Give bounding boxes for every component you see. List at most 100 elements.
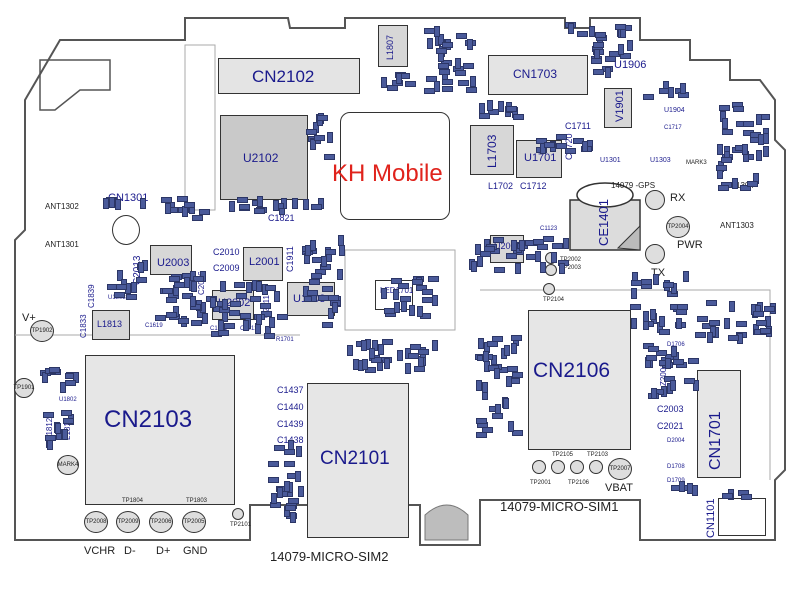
smd-part xyxy=(486,341,498,348)
l1703-body xyxy=(470,125,514,175)
smd-part xyxy=(347,345,354,356)
smd-part xyxy=(504,345,511,357)
smd-part xyxy=(268,316,275,328)
rx-label: RX xyxy=(670,192,686,204)
cn2101-label: CN2101 xyxy=(320,448,390,469)
smd-part xyxy=(140,198,147,210)
tp2101-circle xyxy=(232,508,244,520)
smd-part xyxy=(256,195,263,207)
c1440-label: C1440 xyxy=(277,402,304,412)
smd-part xyxy=(416,306,423,318)
smd-part xyxy=(297,485,304,497)
smd-part xyxy=(432,340,439,352)
smd-part xyxy=(273,445,285,452)
vchr-label: VCHR xyxy=(84,545,116,557)
smd-part xyxy=(378,343,384,355)
u1301-label: U1301 xyxy=(600,157,621,164)
smd-part xyxy=(310,203,322,210)
smd-part xyxy=(242,319,249,331)
smd-part xyxy=(679,481,686,492)
tx-label: TX xyxy=(651,268,665,279)
smd-part xyxy=(310,138,317,150)
smd-part xyxy=(327,308,334,320)
smd-part xyxy=(536,244,548,251)
tp2104-circle xyxy=(543,283,555,295)
cn1703-body xyxy=(488,55,588,95)
smd-part xyxy=(493,367,500,379)
u2102-label: U2102 xyxy=(243,151,279,165)
smd-part xyxy=(506,105,518,112)
smd-part xyxy=(115,284,127,290)
board-inner-cut xyxy=(39,59,111,111)
smd-part xyxy=(62,417,74,424)
smd-part xyxy=(648,346,659,353)
smd-part xyxy=(684,377,696,384)
smd-part xyxy=(735,321,747,327)
smd-part xyxy=(755,113,762,125)
c1437-label: C1437 xyxy=(277,385,304,395)
smd-part xyxy=(733,106,745,113)
smd-part xyxy=(756,150,763,162)
smd-part xyxy=(193,275,205,282)
smd-part xyxy=(250,296,261,302)
smd-part xyxy=(191,320,203,327)
smd-part xyxy=(493,267,505,274)
tp2104-label: TP2104 xyxy=(543,297,565,303)
sim2-notch xyxy=(424,504,469,541)
v1901-body xyxy=(604,88,632,128)
ce1401-label: CE1401 xyxy=(596,199,611,246)
c1711-label: C1711 xyxy=(565,121,591,131)
sim2-label: 14079-MICRO-SIM2 xyxy=(270,549,389,564)
smd-part xyxy=(439,68,451,75)
smd-part xyxy=(229,309,241,316)
tp2106-circle xyxy=(570,460,584,474)
r1701-label: R1701 xyxy=(276,337,294,343)
smd-part xyxy=(305,245,312,256)
smd-part xyxy=(670,379,676,391)
smd-part xyxy=(671,346,678,358)
c1911-label: C1911 xyxy=(285,246,295,272)
smd-part xyxy=(360,340,367,352)
smd-part xyxy=(457,79,469,86)
smd-part xyxy=(454,57,461,69)
c1123-label: C1123 xyxy=(540,226,558,232)
c1839-label: C1839 xyxy=(87,284,96,308)
smd-part xyxy=(482,427,494,434)
ant1301-label: ANT1301 xyxy=(45,240,79,249)
vplus-label: V+ xyxy=(22,312,36,324)
d2004-label: D2004 xyxy=(667,438,685,444)
smd-part xyxy=(535,250,542,262)
smd-part xyxy=(277,487,283,499)
smd-part xyxy=(716,164,728,171)
smd-part xyxy=(462,62,474,69)
smd-part xyxy=(441,41,453,48)
smd-part xyxy=(382,338,394,345)
smd-part xyxy=(411,278,423,285)
smd-part xyxy=(479,112,490,119)
smd-part xyxy=(477,338,484,349)
cn2106-body xyxy=(528,310,631,450)
smd-part xyxy=(401,301,408,312)
smd-part xyxy=(487,100,493,112)
smd-part xyxy=(260,310,272,317)
c1438-label: C1438 xyxy=(277,436,304,445)
gps-label: 14079 -GPS xyxy=(611,181,656,190)
smd-part xyxy=(397,349,404,361)
tp1902: TP1902 xyxy=(30,320,54,342)
smd-part xyxy=(475,244,481,256)
tp2001-circle xyxy=(532,460,546,474)
smd-part xyxy=(290,512,296,524)
tp1803-label: TP1803 xyxy=(186,498,208,504)
smd-part xyxy=(169,275,181,282)
tp2008: TP2008 xyxy=(84,511,108,533)
c1833-label: C1833 xyxy=(79,314,88,338)
smd-part xyxy=(511,429,523,436)
smd-part xyxy=(593,69,604,76)
smd-part xyxy=(380,77,387,88)
tp2106-label: TP2106 xyxy=(568,480,590,486)
smd-part xyxy=(591,58,603,65)
pwr-label: PWR xyxy=(677,239,703,251)
smd-part xyxy=(268,461,280,468)
tp2001-label: TP2001 xyxy=(530,480,552,486)
tp2004: TP2004 xyxy=(666,216,690,238)
